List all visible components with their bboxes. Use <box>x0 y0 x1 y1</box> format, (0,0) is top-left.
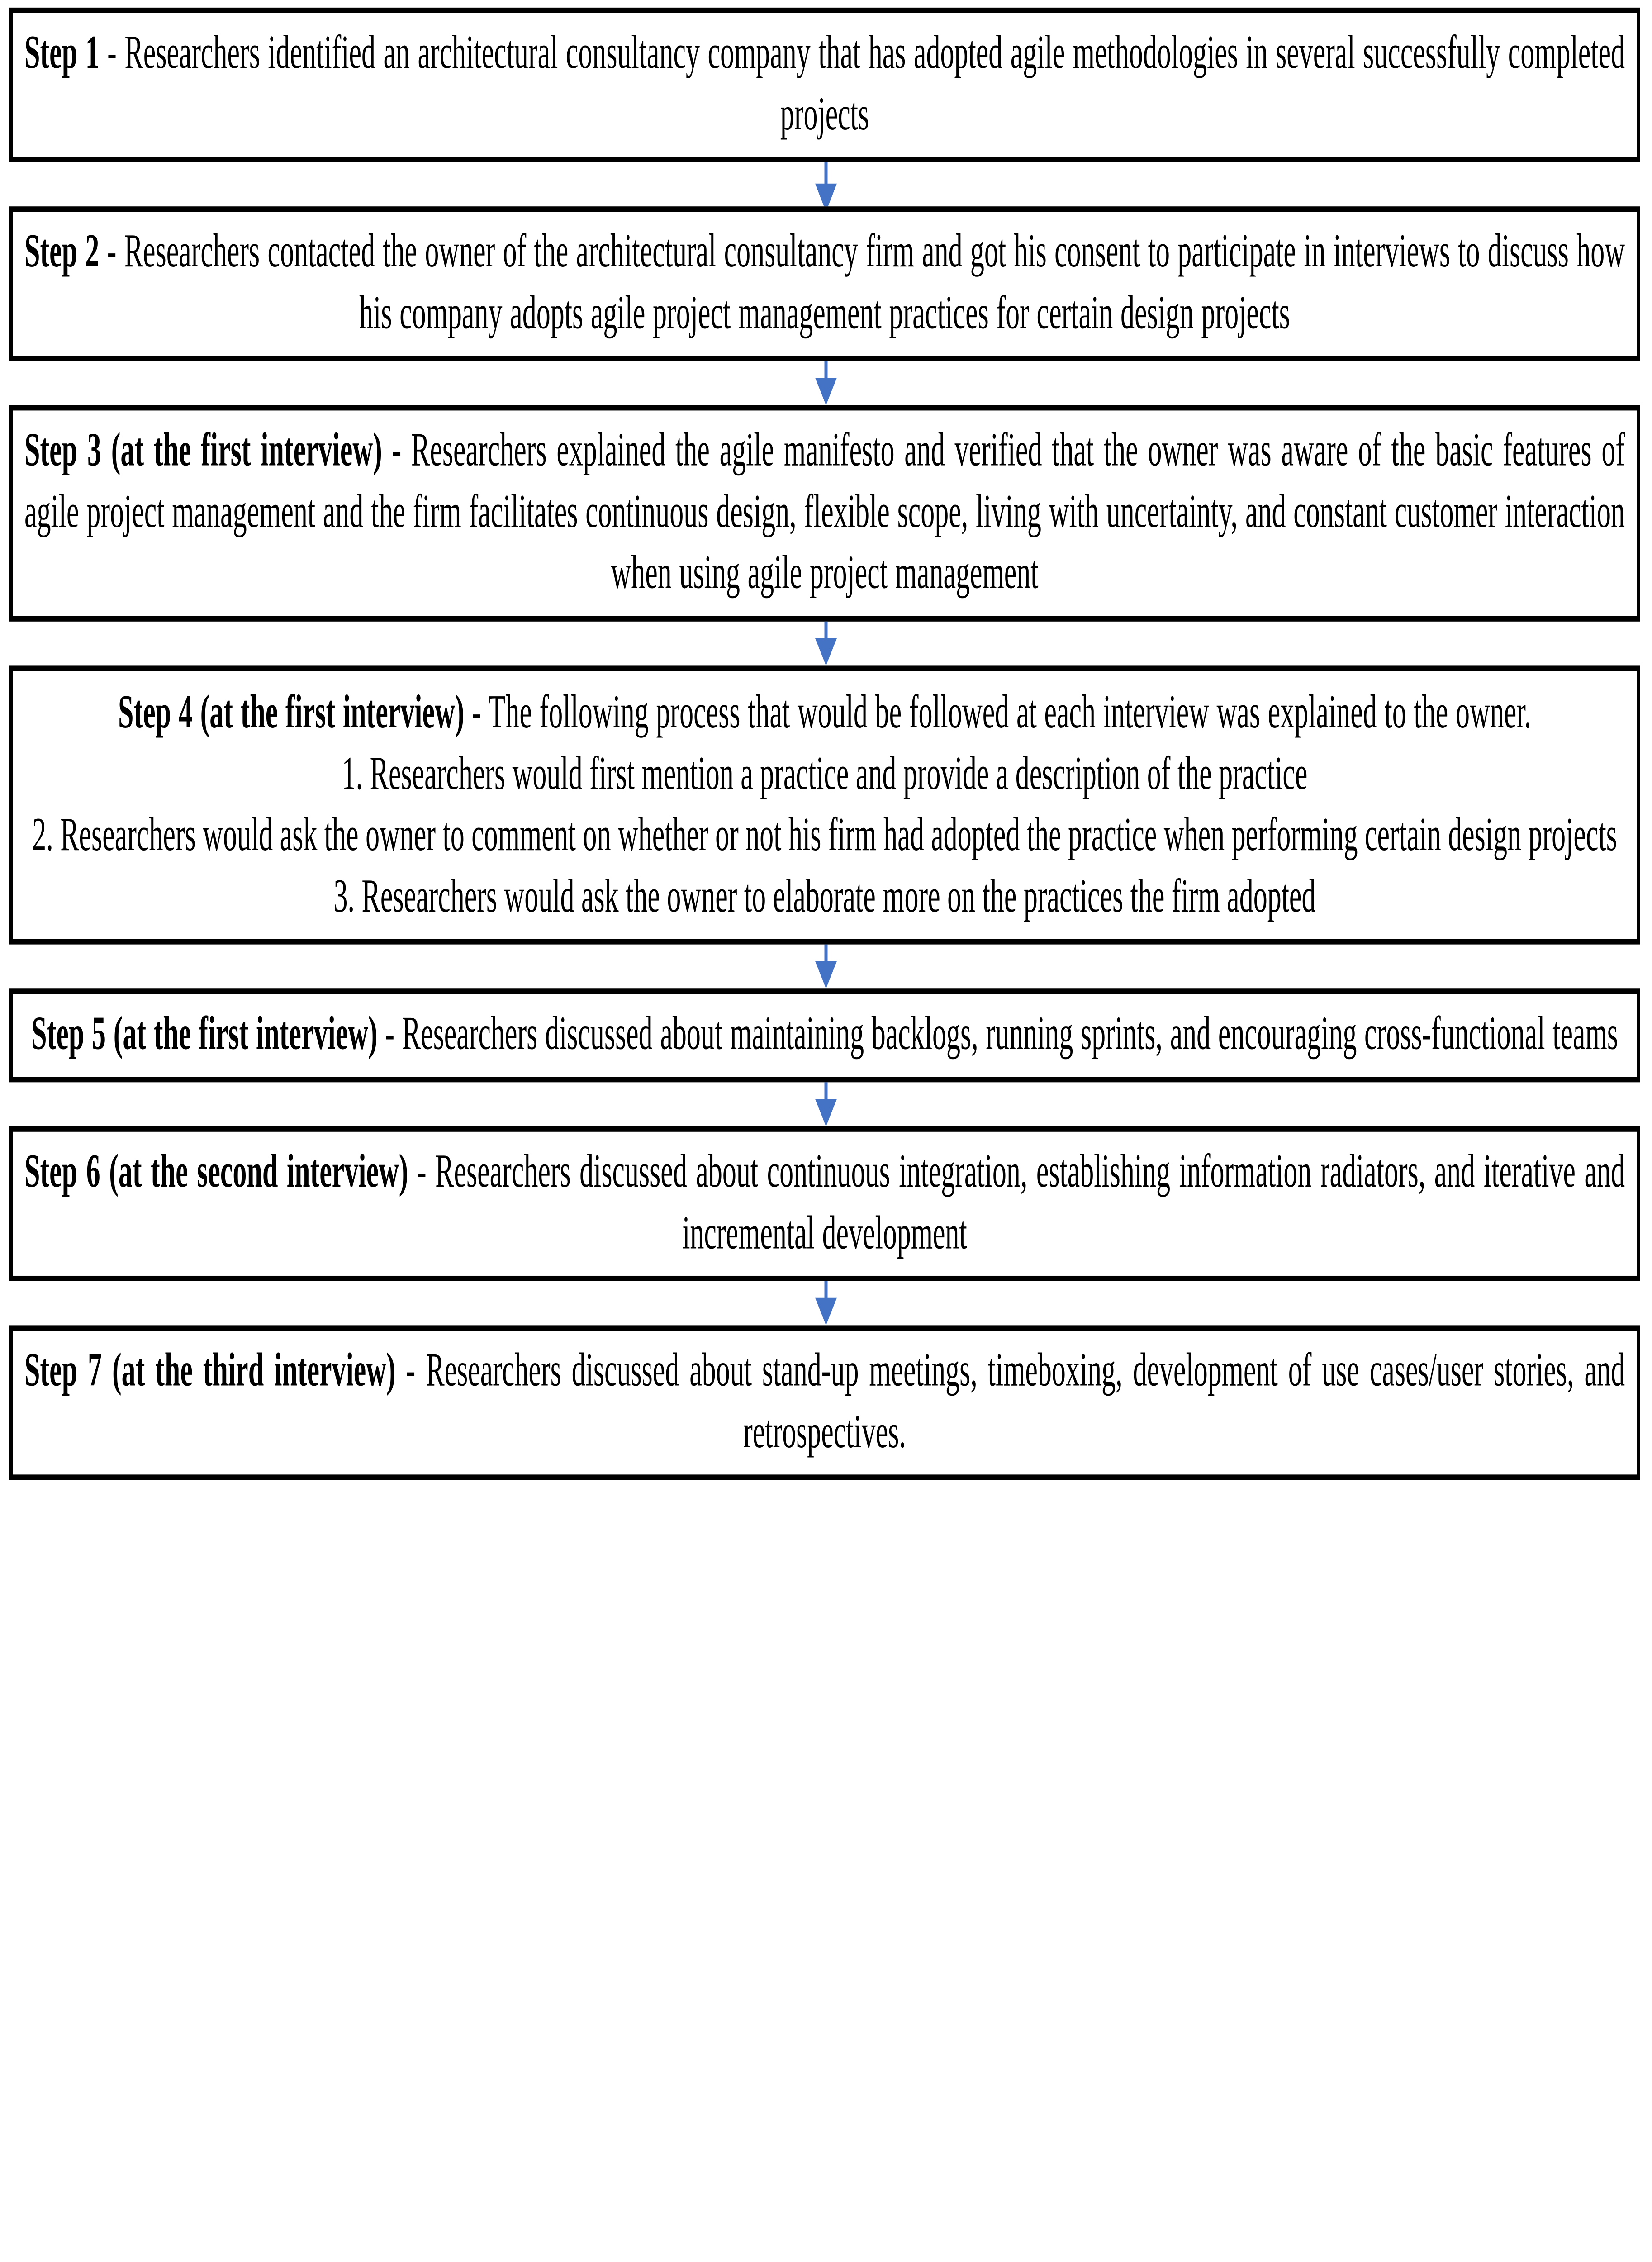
step-box-4: Step 4 (at the first interview) - The fo… <box>9 665 1640 945</box>
step-6-body: Researchers discussed about continuous i… <box>435 1145 1625 1259</box>
step-1-body: Researchers identified an architectural … <box>124 26 1625 140</box>
step-5-text: Step 5 (at the first interview) - Resear… <box>24 1003 1625 1064</box>
down-arrow-icon <box>815 361 837 405</box>
step-2-separator: - <box>99 225 124 277</box>
step-3-body: Researchers explained the agile manifest… <box>24 424 1625 599</box>
arrow-3-to-4 <box>813 621 839 666</box>
step-7-label: Step 7 (at the third interview) <box>24 1344 396 1396</box>
arrow-2-to-3 <box>813 361 839 405</box>
down-arrow-icon <box>815 944 837 989</box>
down-arrow-icon <box>815 1082 837 1126</box>
step-2-text: Step 2 - Researchers contacted the owner… <box>24 221 1625 343</box>
step-1-separator: - <box>99 26 125 79</box>
step-4-sub-item-3: 3. Researchers would ask the owner to el… <box>333 870 1316 922</box>
step-7-body: Researchers discussed about stand-up mee… <box>426 1344 1625 1458</box>
step-4-label: Step 4 (at the first interview) <box>118 686 465 738</box>
step-1-text: Step 1 - Researchers identified an archi… <box>24 22 1625 145</box>
step-7-text: Step 7 (at the third interview) - Resear… <box>24 1340 1625 1462</box>
step-4-body: The following process that would be foll… <box>488 686 1532 738</box>
arrow-1-to-2 <box>813 162 839 212</box>
step-5-body: Researchers discussed about maintaining … <box>402 1007 1618 1060</box>
step-3-label: Step 3 (at the first interview) <box>24 424 382 476</box>
step-5-separator: - <box>377 1007 402 1060</box>
step-5-label: Step 5 (at the first interview) <box>31 1007 378 1060</box>
step-1-label: Step 1 <box>24 26 100 79</box>
step-3-text: Step 3 (at the first interview) - Resear… <box>24 420 1625 604</box>
step-box-2: Step 2 - Researchers contacted the owner… <box>9 206 1640 361</box>
step-6-label: Step 6 (at the second interview) <box>24 1145 408 1198</box>
step-2-label: Step 2 <box>24 225 100 277</box>
step-4-text: Step 4 (at the first interview) - The fo… <box>24 682 1625 743</box>
arrow-4-to-5 <box>813 944 839 989</box>
step-6-text: Step 6 (at the second interview) - Resea… <box>24 1141 1625 1264</box>
step-6-separator: - <box>408 1145 436 1198</box>
step-box-3: Step 3 (at the first interview) - Resear… <box>9 405 1640 622</box>
down-arrow-icon <box>815 621 837 666</box>
down-arrow-icon <box>815 162 837 212</box>
step-box-7: Step 7 (at the third interview) - Resear… <box>9 1325 1640 1480</box>
step-2-body: Researchers contacted the owner of the a… <box>124 225 1625 339</box>
step-4-sub-list: 1. Researchers would first mention a pra… <box>24 743 1625 927</box>
step-4-sub-item-1: 1. Researchers would first mention a pra… <box>342 747 1308 800</box>
step-7-separator: - <box>395 1344 426 1396</box>
arrow-6-to-7 <box>813 1281 839 1326</box>
down-arrow-icon <box>815 1281 837 1326</box>
step-box-6: Step 6 (at the second interview) - Resea… <box>9 1126 1640 1282</box>
step-4-sub-item-2: 2. Researchers would ask the owner to co… <box>32 809 1617 861</box>
step-3-separator: - <box>382 424 412 476</box>
arrow-5-to-6 <box>813 1082 839 1126</box>
step-box-1: Step 1 - Researchers identified an archi… <box>9 7 1640 162</box>
step-4-separator: - <box>464 686 489 738</box>
step-box-5: Step 5 (at the first interview) - Resear… <box>9 988 1640 1082</box>
